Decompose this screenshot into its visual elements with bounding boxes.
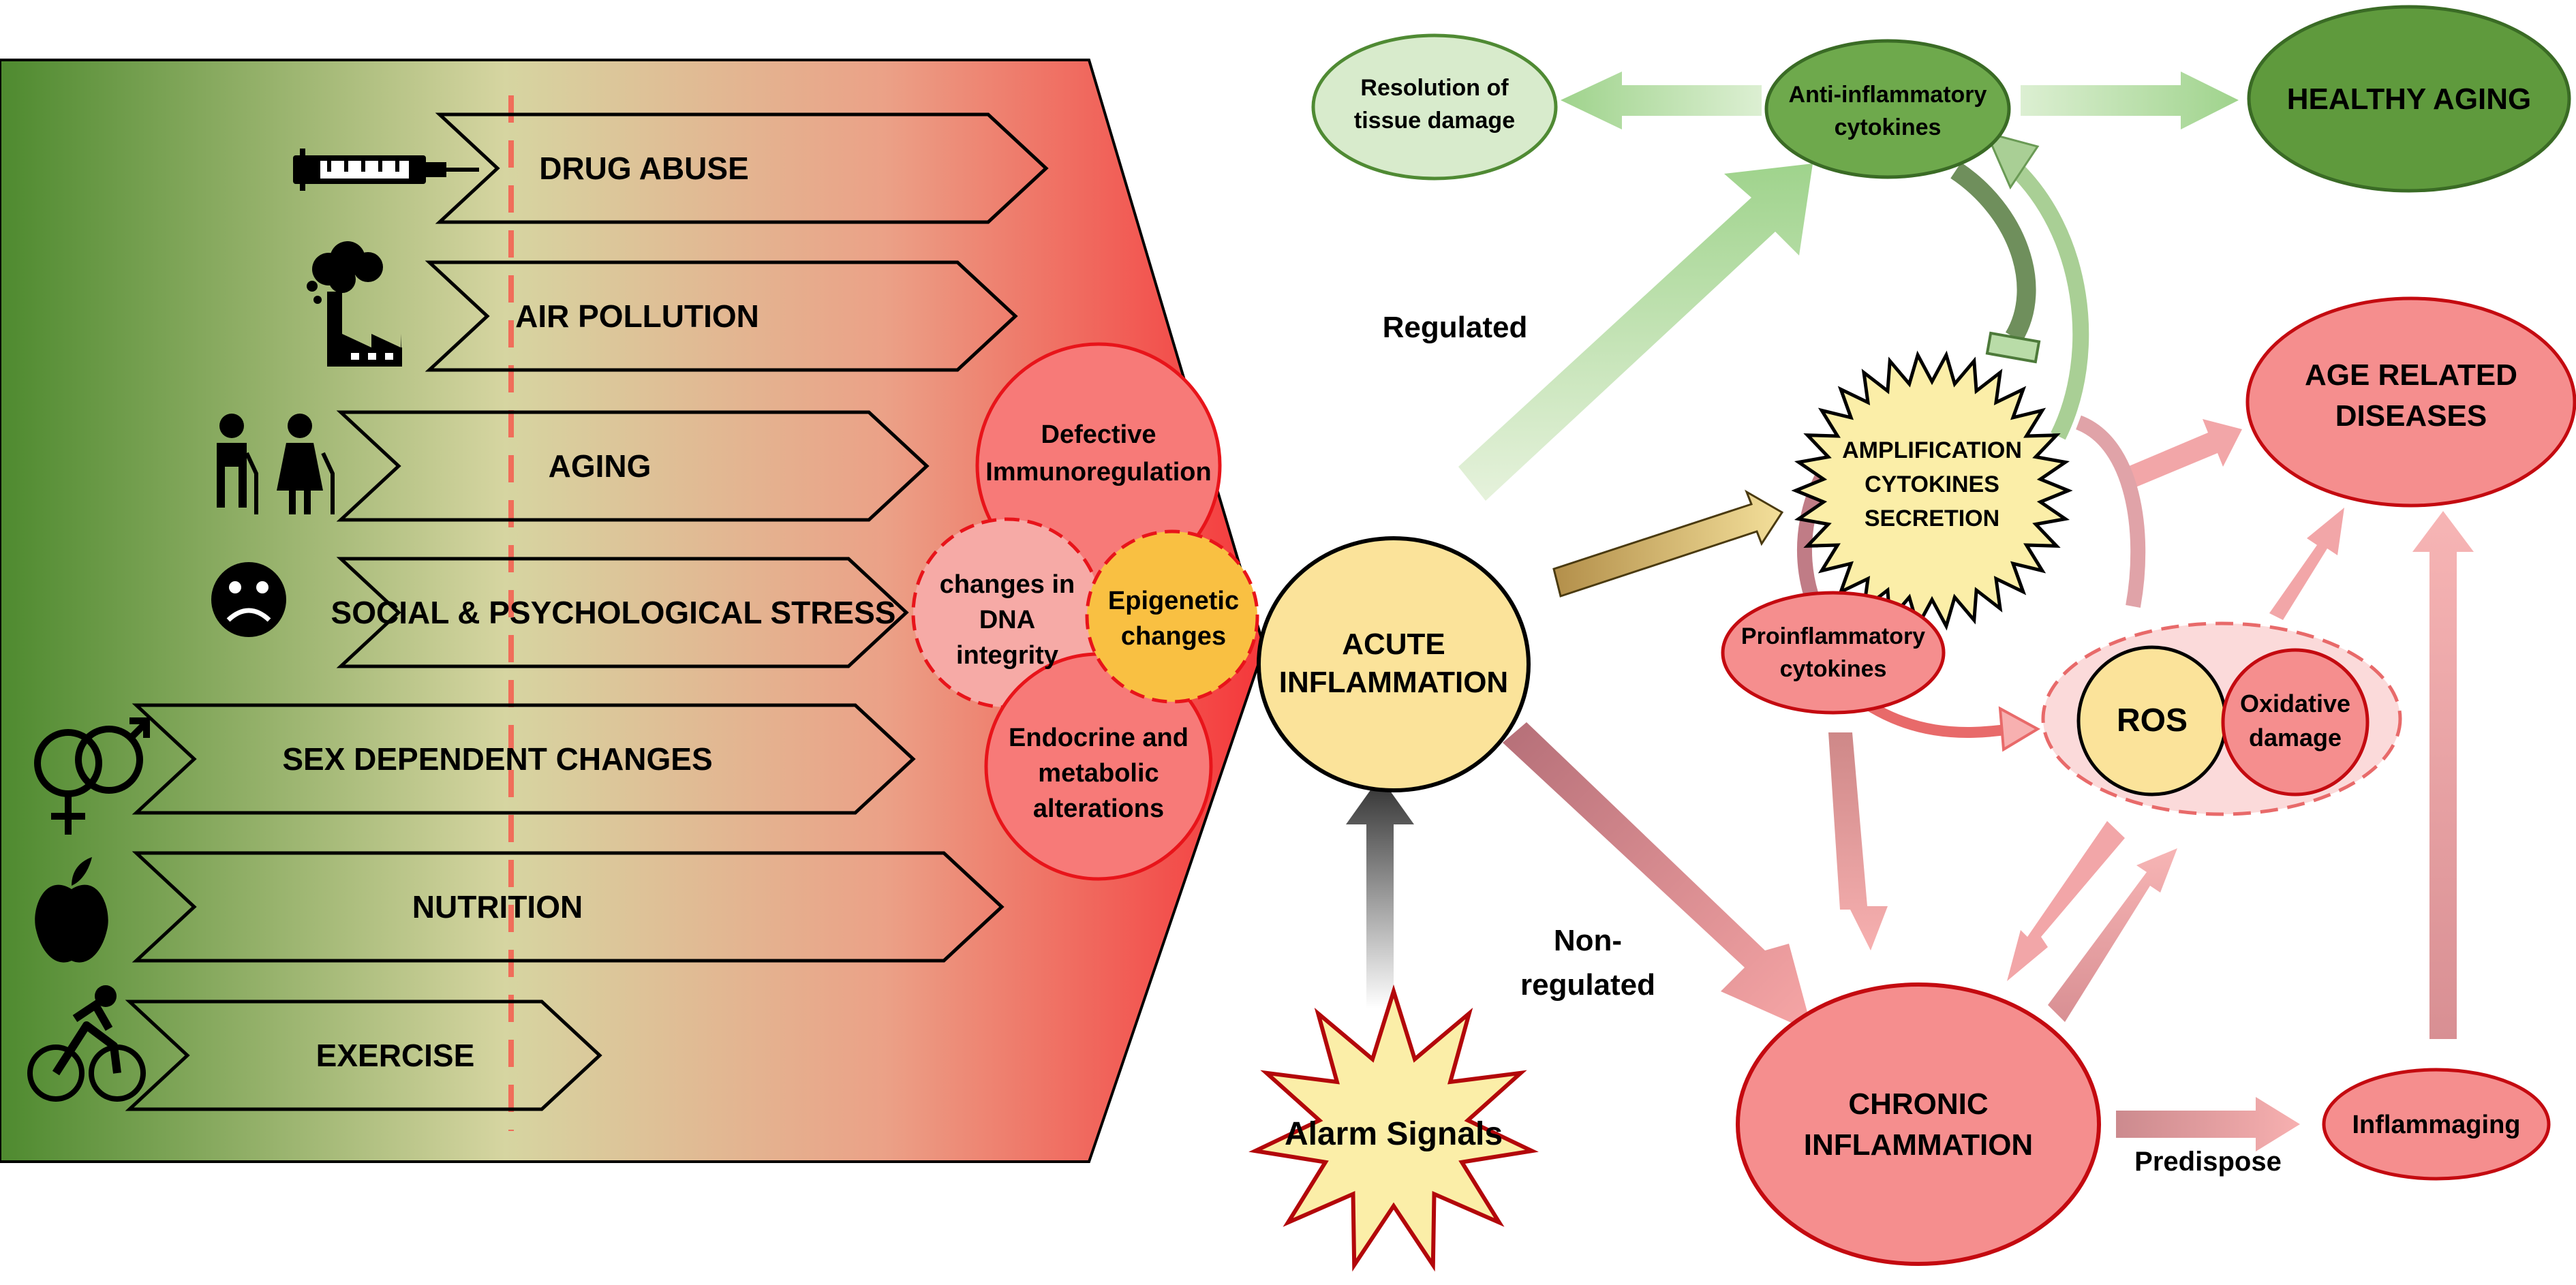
regulated-arrow xyxy=(1458,164,1813,501)
factor-chevron xyxy=(336,410,930,522)
sad-face-icon xyxy=(211,562,286,637)
cyclist-icon xyxy=(27,985,146,1102)
factor-label: NUTRITION xyxy=(412,889,583,925)
factor-label: EXERCISE xyxy=(316,1038,475,1073)
epigenetic-circle xyxy=(1085,529,1259,704)
chronic-inflammation-node xyxy=(1736,982,2101,1266)
elderly-couple-icon xyxy=(217,414,335,514)
amp-to-anti-curve xyxy=(2004,157,2089,440)
factor-label: DRUG ABUSE xyxy=(539,151,749,186)
to-healthy-arrow xyxy=(2021,72,2239,129)
factory-icon xyxy=(307,241,402,367)
factor-label: SEX DEPENDENT CHANGES xyxy=(282,741,712,777)
ros-label: ROS xyxy=(2117,702,2188,739)
alarm-label: Alarm Signals xyxy=(1285,1116,1503,1152)
amp-loop-right xyxy=(2075,415,2146,608)
non-regulated-label: Non-regulated xyxy=(1520,924,1655,1002)
factor-chevron xyxy=(336,557,909,668)
anti-inflammatory-node xyxy=(1764,39,2011,179)
inflammaging-up-arrow xyxy=(2412,511,2474,1039)
factor-label: AIR POLLUTION xyxy=(515,298,759,334)
to-resolution-arrow xyxy=(1561,72,1762,129)
healthy-aging-node xyxy=(2247,5,2571,193)
resolution-node xyxy=(1311,33,1558,181)
factor-chevron xyxy=(125,1000,602,1111)
healthy-label: HEALTHY AGING xyxy=(2287,82,2532,116)
factor-label: SOCIAL & PSYCHOLOGICAL STRESS xyxy=(331,595,896,630)
amplification-star xyxy=(1791,350,2073,631)
arrows xyxy=(1346,72,2474,1151)
pro-to-ros-head xyxy=(1998,706,2041,752)
gender-symbols-icon xyxy=(34,717,150,835)
inflammaging-node xyxy=(2322,1068,2551,1181)
non-regulated-arrow xyxy=(1503,722,1813,1032)
predispose-label: Predispose xyxy=(2134,1147,2282,1177)
alarm-signals-star xyxy=(1248,984,1539,1272)
ros-to-chronic-arrow xyxy=(2007,821,2125,981)
amp-to-disease-arrow xyxy=(2119,419,2242,491)
apple-icon xyxy=(35,857,108,963)
to-amplification-arrow xyxy=(1552,489,1784,598)
regulated-label: Regulated xyxy=(1383,311,1528,344)
oxidative-node xyxy=(2221,648,2370,796)
inhibit-curve xyxy=(1950,162,2036,343)
factor-chevron xyxy=(425,260,1018,372)
inhibit-bar xyxy=(1985,331,2041,364)
ros-to-disease-arrow xyxy=(2269,508,2344,620)
factor-label: AGING xyxy=(549,448,651,484)
factor-list: DRUG ABUSE AIR POLLUTION AGING SOCIAL & PSY… xyxy=(125,112,1049,1111)
risk-factor-panel xyxy=(0,59,1266,1163)
chronic-to-ros-arrow xyxy=(2048,848,2177,1022)
factor-chevron xyxy=(435,112,1049,224)
age-related-diseases-node xyxy=(2245,296,2576,508)
syringe-icon xyxy=(293,149,479,191)
factor-chevron xyxy=(132,703,916,815)
proinflammatory-node xyxy=(1721,591,1946,715)
amp-to-anti-head xyxy=(1984,131,2040,190)
mechanism-circles xyxy=(911,342,1259,881)
acute-inflammation-node xyxy=(1257,536,1531,792)
alarm-up-arrow xyxy=(1346,777,1414,1008)
inflammaging-label: Inflammaging xyxy=(2352,1111,2520,1139)
predispose-arrow xyxy=(2116,1097,2300,1151)
factor-chevron xyxy=(132,851,1005,963)
pro-to-chronic-arrow xyxy=(1828,732,1888,950)
